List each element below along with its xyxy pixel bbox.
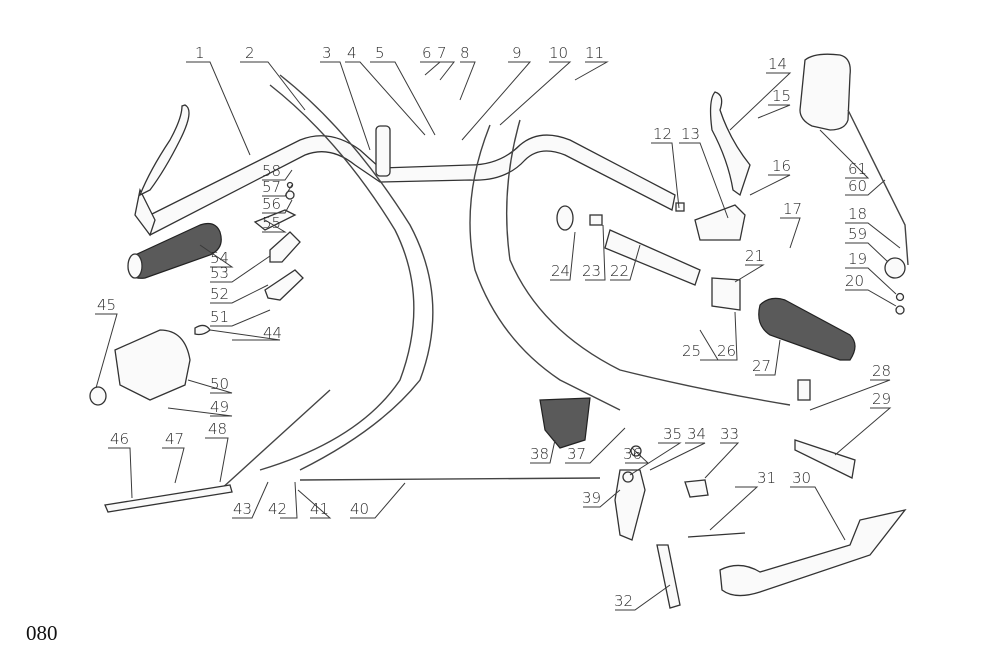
- right-grip: [758, 297, 856, 361]
- callout-35: 35: [663, 425, 682, 443]
- callout-20: 20: [845, 272, 864, 290]
- callout-2: 2: [245, 44, 255, 62]
- callout-7: 7: [437, 44, 447, 62]
- callout-54: 54: [210, 249, 229, 267]
- callout-21: 21: [745, 247, 764, 265]
- callout-12: 12: [653, 125, 672, 143]
- callout-31: 31: [757, 469, 776, 487]
- callout-15: 15: [772, 87, 791, 105]
- callout-30: 30: [792, 469, 811, 487]
- callout-9: 9: [512, 44, 522, 62]
- mirror-mount-bracket: [375, 125, 391, 177]
- rubber-ring: [89, 386, 107, 406]
- left-grip: [127, 222, 222, 279]
- callout-27: 27: [752, 357, 771, 375]
- callout-50: 50: [210, 375, 229, 393]
- switch-housing: [114, 329, 191, 401]
- callout-47: 47: [165, 430, 184, 448]
- handlebar: [134, 125, 676, 237]
- callout-40: 40: [350, 500, 369, 518]
- callout-37: 37: [567, 445, 586, 463]
- callout-16: 16: [772, 157, 791, 175]
- callout-14: 14: [768, 55, 787, 73]
- throttle-cap: [556, 205, 574, 231]
- throttle-tube: [604, 229, 701, 286]
- callout-48: 48: [208, 420, 227, 438]
- callout-58: 58: [262, 162, 281, 180]
- callout-5: 5: [375, 44, 385, 62]
- callout-46: 46: [110, 430, 129, 448]
- callout-8: 8: [460, 44, 470, 62]
- switch-body: [269, 231, 301, 263]
- callout-36: 36: [623, 445, 642, 463]
- lever-arm: [253, 209, 297, 231]
- callout-25: 25: [682, 342, 701, 360]
- callout-17: 17: [783, 200, 802, 218]
- callout-28: 28: [872, 362, 891, 380]
- callout-34: 34: [687, 425, 706, 443]
- pedal-link-arm: [614, 469, 646, 541]
- callout-22: 22: [610, 262, 629, 280]
- callout-49: 49: [210, 398, 229, 416]
- clevis-pin: [797, 379, 811, 401]
- callout-1: 1: [195, 44, 205, 62]
- pedal-shaft: [656, 544, 681, 609]
- callout-26: 26: [717, 342, 736, 360]
- right-brake-lever: [709, 91, 751, 197]
- callout-55: 55: [262, 214, 281, 232]
- clamp-bracket: [264, 269, 304, 301]
- callout-52: 52: [210, 285, 229, 303]
- throttle-drum: [711, 277, 741, 311]
- callout-57: 57: [262, 178, 281, 196]
- cables: [219, 74, 791, 491]
- mirror-head: [799, 53, 851, 131]
- callout-39: 39: [582, 489, 601, 507]
- callout-labels: 1 2 3 4 5 6 7 8 9 10 11 12 13 14 15 16 1…: [97, 44, 891, 610]
- leader-lines: [95, 61, 901, 611]
- page-number: 080: [26, 621, 58, 645]
- callout-19: 19: [848, 250, 867, 268]
- callout-43: 43: [233, 500, 252, 518]
- callout-45: 45: [97, 296, 116, 314]
- callout-11: 11: [585, 44, 604, 62]
- cable-adjuster: [104, 484, 233, 513]
- callout-56: 56: [262, 195, 281, 213]
- callout-60: 60: [848, 177, 867, 195]
- callout-32: 32: [614, 592, 633, 610]
- callout-53: 53: [210, 264, 229, 282]
- callout-23: 23: [582, 262, 601, 280]
- throttle-insert: [589, 214, 603, 226]
- callout-6: 6: [422, 44, 432, 62]
- callout-41: 41: [310, 500, 329, 518]
- callout-3: 3: [322, 44, 332, 62]
- callout-42: 42: [268, 500, 287, 518]
- callout-10: 10: [549, 44, 568, 62]
- left-brake-lever: [138, 104, 190, 197]
- callout-18: 18: [848, 205, 867, 223]
- callout-61: 61: [848, 160, 867, 178]
- callout-38: 38: [530, 445, 549, 463]
- gear-pedal: [719, 508, 907, 597]
- linkage-rod: [794, 439, 856, 479]
- return-spring: [687, 532, 746, 538]
- callout-4: 4: [347, 44, 357, 62]
- callout-29: 29: [872, 390, 891, 408]
- mirror-stem: [847, 109, 909, 266]
- callout-33: 33: [720, 425, 739, 443]
- bar-end-plug: [675, 202, 685, 212]
- callout-24: 24: [551, 262, 570, 280]
- callout-51: 51: [210, 308, 229, 326]
- callout-44: 44: [263, 324, 282, 342]
- callout-59: 59: [848, 225, 867, 243]
- gear-selector-plate: [539, 397, 591, 449]
- right-lever-bracket: [694, 204, 746, 241]
- callout-13: 13: [681, 125, 700, 143]
